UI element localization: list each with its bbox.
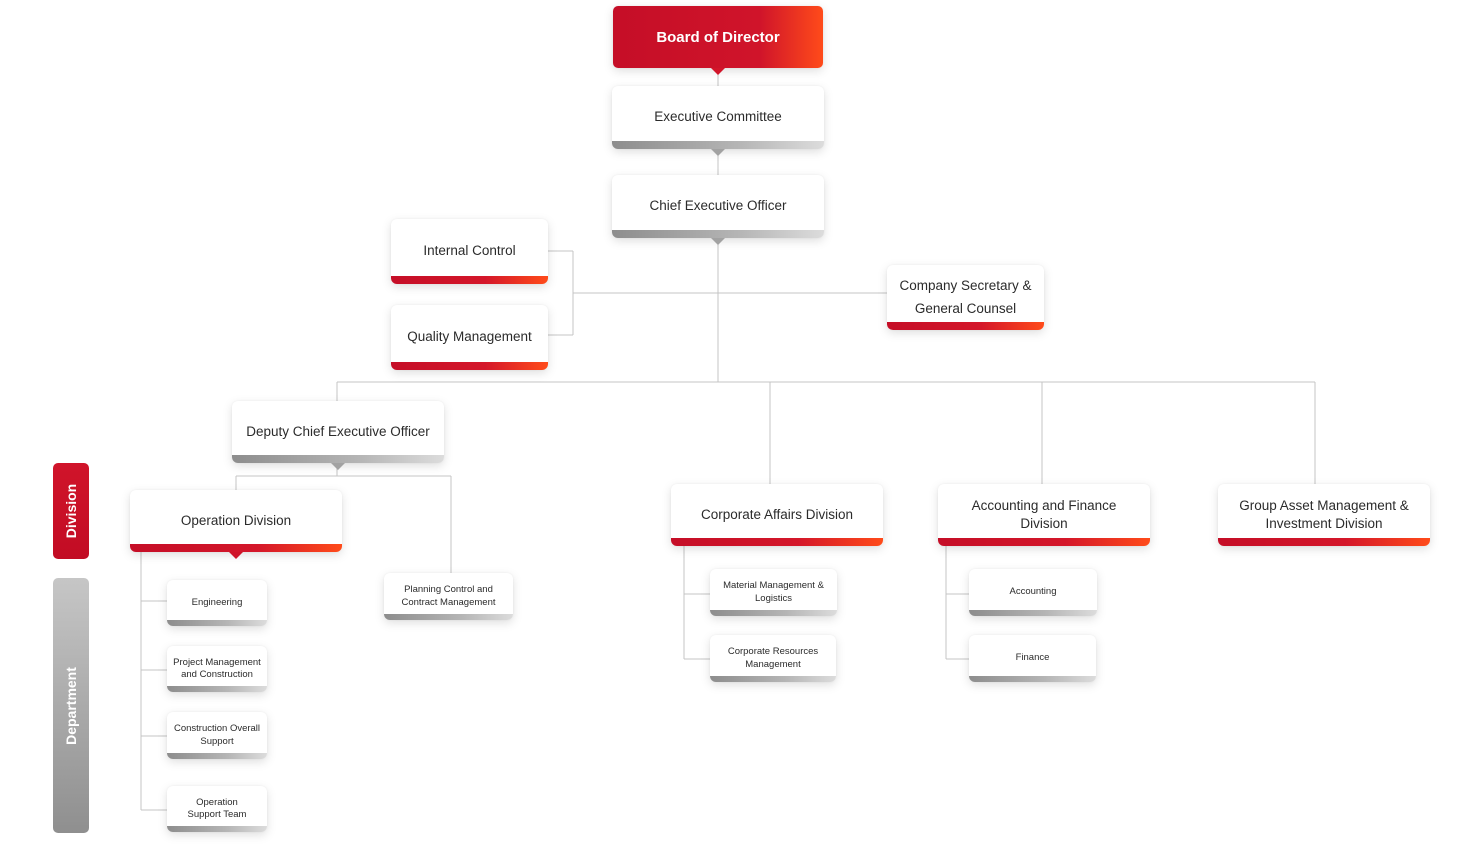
construction-support-box: Construction Overall Support — [167, 712, 267, 759]
operation-division-label: Operation Division — [180, 512, 292, 528]
operation-division-bar — [130, 544, 342, 552]
group-asset-division-box: Group Asset Management & Investment Divi… — [1218, 484, 1430, 546]
quality-management-box: Quality Management — [391, 305, 548, 370]
corporate-resources-label: Corporate Resources Management — [727, 646, 819, 670]
quality-management-bar — [391, 362, 548, 370]
internal-control-label: Internal Control — [423, 243, 516, 259]
company-secretary-bar — [887, 322, 1044, 330]
accounting-finance-division-box: Accounting and Finance Division — [938, 484, 1150, 546]
deputy-ceo-label: Deputy Chief Executive Officer — [246, 423, 430, 439]
department-legend-tab: Department — [53, 578, 89, 833]
chief-executive-officer-notch — [711, 238, 725, 245]
engineering-box: Engineering — [167, 580, 267, 626]
finance-label: Finance — [1015, 652, 1050, 664]
corporate-resources-box: Corporate Resources Management — [710, 635, 836, 682]
quality-management-label: Quality Management — [407, 329, 532, 345]
accounting-label: Accounting — [1009, 586, 1057, 598]
deputy-ceo-box: Deputy Chief Executive Officer — [232, 401, 444, 470]
executive-committee-label: Executive Committee — [654, 109, 782, 125]
planning-control-bar — [384, 614, 513, 620]
internal-control-bar — [391, 276, 548, 284]
operation-support-label: Operation Support Team — [187, 796, 247, 820]
chief-executive-officer-box: Chief Executive Officer — [612, 175, 824, 245]
accounting-bar — [969, 610, 1097, 616]
planning-control-box: Planning Control and Contract Management — [384, 573, 513, 620]
construction-support-label: Construction Overall Support — [173, 723, 261, 747]
material-management-label: Material Management & Logistics — [723, 580, 824, 604]
division-legend-tab: Division — [53, 463, 89, 559]
corporate-affairs-division-label: Corporate Affairs Division — [700, 506, 854, 522]
executive-committee-box: Executive Committee — [612, 86, 824, 156]
board-of-director-box: Board of Director — [613, 6, 823, 75]
accounting-finance-division-bar — [938, 538, 1150, 546]
material-management-bar — [710, 610, 837, 616]
company-secretary-label: Company Secretary & General Counsel — [899, 277, 1032, 316]
department-legend-label: Department — [63, 666, 80, 745]
project-management-box: Project Management and Construction — [167, 646, 267, 692]
accounting-finance-division-label: Accounting and Finance Division — [971, 498, 1117, 531]
internal-control-box: Internal Control — [391, 219, 548, 284]
chief-executive-officer-bar — [612, 230, 824, 238]
deputy-ceo-notch — [331, 463, 345, 470]
operation-division-notch — [229, 552, 243, 559]
group-asset-division-bar — [1218, 538, 1430, 546]
operation-support-bar — [167, 826, 267, 832]
corporate-resources-bar — [710, 676, 836, 682]
board-notch — [711, 68, 725, 75]
deputy-ceo-bar — [232, 455, 444, 463]
planning-control-label: Planning Control and Contract Management — [401, 584, 496, 608]
project-management-label: Project Management and Construction — [173, 656, 261, 680]
construction-support-bar — [167, 753, 267, 759]
company-secretary-box: Company Secretary & General Counsel — [887, 265, 1044, 330]
group-asset-division-label: Group Asset Management & Investment Divi… — [1239, 498, 1409, 531]
corporate-affairs-division-box: Corporate Affairs Division — [671, 484, 883, 546]
board-of-director-label: Board of Director — [656, 28, 780, 46]
material-management-box: Material Management & Logistics — [710, 569, 837, 616]
engineering-label: Engineering — [191, 596, 243, 608]
finance-bar — [969, 676, 1096, 682]
executive-committee-bar — [612, 141, 824, 149]
operation-division-box: Operation Division — [130, 490, 342, 559]
engineering-bar — [167, 620, 267, 626]
corporate-affairs-division-bar — [671, 538, 883, 546]
executive-committee-notch — [711, 149, 725, 156]
accounting-box: Accounting — [969, 569, 1097, 616]
operation-support-box: Operation Support Team — [167, 786, 267, 832]
division-legend-label: Division — [63, 483, 79, 539]
finance-box: Finance — [969, 635, 1096, 682]
project-management-bar — [167, 686, 267, 692]
chief-executive-officer-label: Chief Executive Officer — [649, 198, 787, 214]
